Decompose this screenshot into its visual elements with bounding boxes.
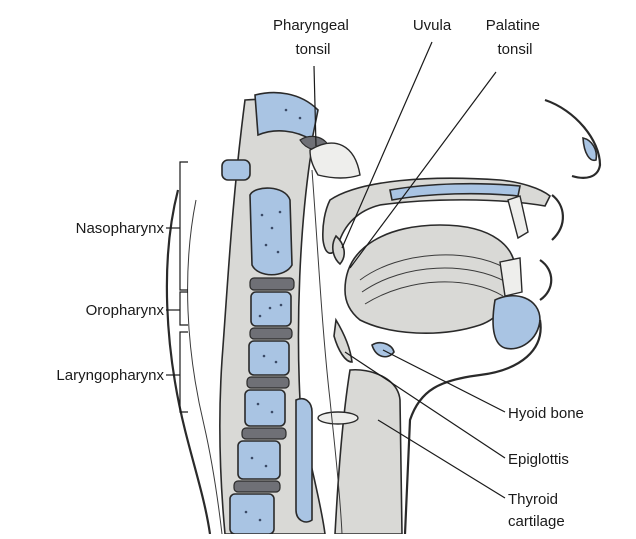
uvula-leader bbox=[342, 42, 432, 248]
vertebra-c2 bbox=[250, 188, 292, 275]
mandible bbox=[493, 296, 540, 349]
lower-lip bbox=[540, 260, 551, 300]
pharyngeal-tonsil-label: Pharyngeal tonsil bbox=[273, 17, 353, 58]
vocal-fold bbox=[318, 412, 358, 424]
laryngopharynx-bracket bbox=[180, 332, 188, 412]
neck-back-inner bbox=[188, 200, 222, 534]
vertebra-c3 bbox=[251, 292, 291, 326]
disc-4 bbox=[242, 428, 286, 439]
vertebra-c7 bbox=[230, 494, 274, 534]
larynx-wall bbox=[335, 370, 402, 534]
palatine-tonsil-label: Palatine tonsil bbox=[486, 17, 544, 58]
hyoid-bone-shape bbox=[372, 343, 394, 357]
hyoid-bone-leader bbox=[383, 350, 505, 412]
uvula-label: Uvula bbox=[413, 17, 452, 34]
oropharynx-bracket bbox=[180, 292, 188, 325]
cricoid-cartilage bbox=[296, 399, 312, 522]
nose-outline bbox=[545, 100, 600, 178]
vertebra-c4 bbox=[249, 341, 289, 375]
thyroid-cartilage-label: Thyroid cartilage bbox=[508, 491, 565, 530]
nasopharynx-airway bbox=[310, 143, 360, 178]
neck-back-outline bbox=[167, 190, 210, 534]
epiglottis-tissue bbox=[334, 320, 352, 362]
region-brackets bbox=[166, 162, 188, 412]
oropharynx-label: Oropharynx bbox=[86, 302, 165, 319]
disc-5 bbox=[234, 481, 280, 492]
hyoid-bone-label: Hyoid bone bbox=[508, 405, 584, 422]
epiglottis-label: Epiglottis bbox=[508, 451, 569, 468]
disc-2 bbox=[250, 328, 292, 339]
atlas-arch bbox=[222, 160, 250, 180]
nasopharynx-bracket bbox=[180, 162, 188, 290]
disc-1 bbox=[250, 278, 294, 290]
vertebra-c6 bbox=[238, 441, 280, 479]
upper-lip bbox=[552, 195, 563, 240]
laryngopharynx-label: Laryngopharynx bbox=[56, 367, 164, 384]
uvula-tissue bbox=[333, 236, 344, 264]
nasopharynx-label: Nasopharynx bbox=[76, 220, 165, 237]
vertebra-c5 bbox=[245, 390, 285, 426]
disc-3 bbox=[247, 377, 289, 388]
